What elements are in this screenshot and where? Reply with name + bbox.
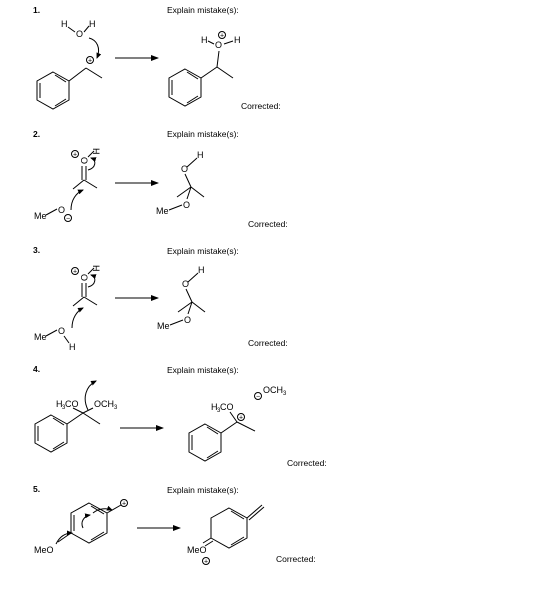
svg-text:O: O: [58, 205, 65, 215]
problem-number: 1.: [33, 5, 40, 15]
svg-text:O: O: [76, 29, 83, 39]
svg-text:H: H: [211, 402, 218, 412]
svg-text:O: O: [181, 164, 188, 174]
explain-mistakes-label: Explain mistake(s):: [167, 485, 239, 495]
problem-3: 3. Explain mistake(s): Corrected: O + H …: [33, 245, 288, 352]
svg-text:+: +: [204, 559, 208, 566]
svg-text:H: H: [69, 342, 76, 352]
svg-text:CO: CO: [65, 399, 79, 409]
reactant-3: O + H Me O H: [34, 265, 101, 352]
curved-arrow-icon: [92, 505, 113, 514]
svg-text:MeO: MeO: [34, 545, 54, 555]
svg-text:Me: Me: [34, 211, 47, 221]
curved-arrow-icon: [84, 380, 97, 411]
reactant-1: + H O H: [36, 19, 103, 110]
corrected-label: Corrected:: [248, 338, 288, 348]
svg-text:H: H: [56, 399, 63, 409]
negative-charge-icon: [64, 214, 72, 222]
svg-text:H: H: [91, 265, 101, 272]
svg-text:O: O: [215, 40, 222, 50]
benzene-ring: [34, 414, 68, 453]
product-4: H 3 CO + − OCH 3: [188, 385, 287, 462]
positive-charge-icon: [120, 499, 128, 507]
svg-text:CO: CO: [220, 402, 234, 412]
curved-arrow-icon: [88, 37, 102, 59]
svg-text:Me: Me: [34, 332, 47, 342]
svg-text:MeO: MeO: [187, 545, 207, 555]
curved-arrow-icon: [70, 189, 84, 211]
problem-2: 2. Explain mistake(s): Corrected: O + H …: [33, 129, 288, 229]
svg-text:OCH: OCH: [263, 385, 283, 395]
reactant-4: H 3 CO OCH 3: [34, 380, 118, 453]
benzene-ring: [36, 71, 70, 110]
problem-4: 4. Explain mistake(s): Corrected: H 3 CO…: [33, 364, 327, 468]
product-1: H O H +: [168, 31, 241, 107]
svg-text:H: H: [89, 19, 96, 29]
svg-text:H: H: [201, 35, 208, 45]
quinoid-ring: [210, 507, 248, 549]
explain-mistakes-label: Explain mistake(s):: [167, 129, 239, 139]
problem-number: 3.: [33, 245, 40, 255]
product-2: H O O Me: [156, 150, 205, 216]
curved-arrow-icon: [71, 307, 84, 329]
explain-mistakes-label: Explain mistake(s):: [167, 5, 239, 15]
svg-text:+: +: [88, 58, 92, 65]
reactant-5: + MeO: [34, 499, 128, 555]
corrected-label: Corrected:: [241, 101, 281, 111]
benzene-ring: [168, 68, 202, 107]
curved-arrow-icon: [87, 157, 97, 171]
svg-text:+: +: [220, 33, 224, 40]
svg-text:H: H: [234, 35, 241, 45]
curved-arrow-icon: [87, 274, 97, 288]
svg-text:3: 3: [62, 405, 66, 411]
corrected-label: Corrected:: [287, 458, 327, 468]
svg-text:−: −: [256, 394, 260, 401]
svg-text:O: O: [183, 200, 190, 210]
corrected-label: Corrected:: [276, 554, 316, 564]
product-3: H O O Me: [157, 265, 206, 331]
svg-text:H: H: [91, 148, 101, 155]
product-5: MeO +: [187, 504, 265, 566]
svg-text:+: +: [73, 269, 77, 276]
positive-charge-icon: [202, 557, 210, 565]
svg-text:H: H: [197, 150, 204, 160]
svg-text:O: O: [182, 279, 189, 289]
svg-text:OCH: OCH: [94, 399, 114, 409]
svg-text:3: 3: [217, 408, 221, 414]
problem-number: 5.: [33, 484, 40, 494]
svg-text:3: 3: [283, 391, 287, 397]
explain-mistakes-label: Explain mistake(s):: [167, 365, 239, 375]
problem-number: 2.: [33, 129, 40, 139]
benzene-ring: [188, 423, 222, 462]
positive-charge-icon: [237, 413, 245, 421]
problem-number: 4.: [33, 364, 40, 374]
svg-text:O: O: [79, 274, 89, 281]
curved-arrow-icon: [55, 530, 73, 545]
positive-charge-icon: [218, 31, 226, 39]
explain-mistakes-label: Explain mistake(s):: [167, 246, 239, 256]
svg-text:Me: Me: [157, 321, 170, 331]
negative-charge-icon: [254, 392, 262, 400]
problem-1: 1. Explain mistake(s): Corrected: + H O …: [33, 5, 281, 111]
positive-charge-icon: [71, 267, 79, 275]
curved-arrow-icon: [81, 513, 91, 529]
svg-text:+: +: [122, 501, 126, 508]
problem-5: 5. Explain mistake(s): Corrected: + MeO: [33, 484, 316, 566]
svg-text:O: O: [184, 315, 191, 325]
svg-text:+: +: [239, 415, 243, 422]
positive-charge-icon: [71, 150, 79, 158]
svg-text:−: −: [66, 216, 70, 223]
reactant-2: O + H Me O −: [34, 148, 101, 223]
svg-text:H: H: [61, 19, 68, 29]
svg-text:3: 3: [114, 405, 118, 411]
svg-text:O: O: [79, 157, 89, 164]
svg-text:H: H: [198, 265, 205, 275]
svg-text:Me: Me: [156, 206, 169, 216]
corrected-label: Corrected:: [248, 219, 288, 229]
positive-charge-icon: [86, 56, 94, 64]
svg-text:+: +: [73, 152, 77, 159]
svg-text:O: O: [58, 326, 65, 336]
